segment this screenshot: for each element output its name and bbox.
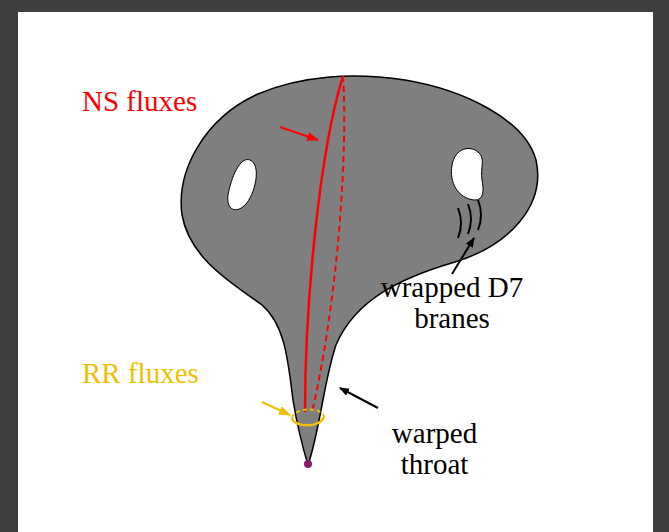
leader-arrow	[340, 388, 378, 408]
throat-label: warped throat	[372, 418, 497, 480]
leader-arrow	[262, 402, 290, 415]
d7-brane	[458, 208, 461, 238]
manifold-hole	[228, 160, 257, 210]
ns-flux-cycle-back	[312, 76, 344, 412]
leader-arrow	[280, 127, 318, 140]
rr-flux-cycle-back	[292, 409, 324, 418]
manifold-body	[181, 76, 537, 465]
ns-flux-cycle	[305, 76, 343, 412]
d7-brane	[478, 200, 481, 230]
d7-brane	[468, 204, 471, 234]
flux-label: NS fluxes	[82, 86, 282, 117]
flux-label: RR fluxes	[82, 358, 282, 389]
brane-label: wrapped D7 branes	[372, 272, 532, 334]
rr-flux-cycle	[292, 416, 324, 425]
throat-tip	[304, 460, 312, 468]
manifold-hole	[451, 148, 483, 200]
leader-arrow	[452, 238, 474, 274]
